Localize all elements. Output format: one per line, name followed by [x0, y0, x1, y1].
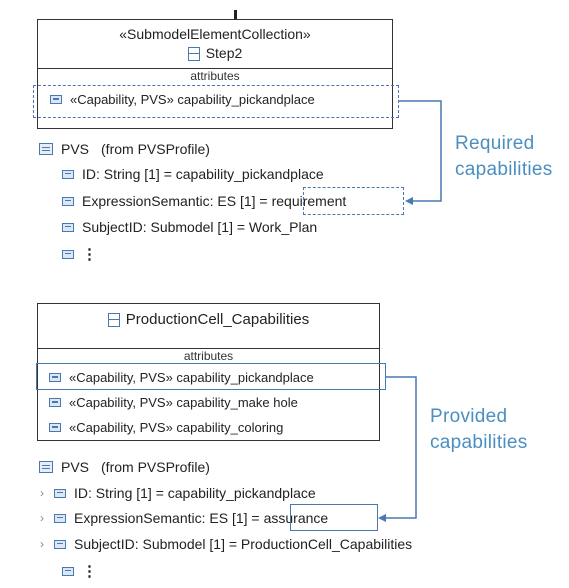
- required-capabilities-callout: Required capabilities: [455, 131, 553, 183]
- step2-class-box[interactable]: «SubmodelElementCollection» Step2 attrib…: [37, 19, 393, 129]
- production-cell-name: ProductionCell_Capabilities: [125, 311, 310, 328]
- attribute-icon: [50, 95, 62, 104]
- top-connector-tick: [234, 10, 237, 19]
- top-profile-row[interactable]: PVS (from PVSProfile): [39, 141, 210, 157]
- attribute-icon: [62, 196, 74, 206]
- bottom-id-label: ID: String [1] = capability_pickandplace: [74, 485, 316, 501]
- attribute-icon: [54, 513, 66, 523]
- provided-attribute-row[interactable]: «Capability, PVS» capability_pickandplac…: [49, 370, 314, 385]
- provided-connector-arrowhead: [378, 514, 386, 522]
- more-icon: ⋮: [82, 563, 97, 580]
- attribute-icon: [62, 249, 74, 259]
- expand-chevron-icon[interactable]: ›: [40, 486, 44, 500]
- step2-title: Step2: [38, 44, 392, 63]
- step2-name: Step2: [205, 45, 243, 61]
- top-semantic-row[interactable]: ExpressionSemantic: ES [1] = requirement: [62, 193, 346, 209]
- provided-attribute-row[interactable]: «Capability, PVS» capability_make hole: [49, 395, 298, 410]
- top-semantic-value: requirement: [271, 193, 347, 209]
- bottom-subject-row[interactable]: › SubjectID: Submodel [1] = ProductionCe…: [40, 536, 412, 552]
- provided-attribute-highlight: [36, 363, 386, 390]
- top-subject-label: SubjectID: Submodel [1] = Work_Plan: [82, 219, 318, 235]
- top-semantic-label: ExpressionSemantic: ES [1] =: [82, 193, 268, 209]
- requirement-value-highlight: [303, 187, 404, 215]
- top-more-row[interactable]: ⋮: [62, 245, 97, 263]
- bottom-id-row[interactable]: › ID: String [1] = capability_pickandpla…: [40, 485, 316, 501]
- provided-attribute-label: «Capability, PVS» capability_coloring: [69, 420, 284, 435]
- profile-icon: [39, 461, 53, 473]
- attributes-compartment-title: attributes: [38, 348, 379, 363]
- attributes-compartment-title: attributes: [38, 68, 392, 83]
- attribute-icon: [62, 566, 74, 576]
- attribute-icon: [54, 539, 66, 549]
- step2-attribute-label: «Capability, PVS» capability_pickandplac…: [70, 92, 315, 107]
- class-icon: [187, 46, 200, 61]
- expand-chevron-icon[interactable]: ›: [40, 537, 44, 551]
- provided-attribute-label: «Capability, PVS» capability_pickandplac…: [69, 370, 314, 385]
- provided-attribute-row[interactable]: «Capability, PVS» capability_coloring: [49, 420, 283, 435]
- required-connector-arrowhead: [405, 197, 413, 205]
- production-cell-title: ProductionCell_Capabilities: [38, 304, 379, 335]
- attribute-icon: [62, 169, 74, 179]
- attribute-icon: [49, 423, 61, 432]
- provided-attribute-label: «Capability, PVS» capability_make hole: [69, 395, 298, 410]
- top-profile-name: PVS: [61, 141, 90, 157]
- attribute-icon: [62, 222, 74, 232]
- profile-icon: [39, 143, 53, 155]
- assurance-value-highlight: [290, 504, 378, 531]
- callout-line-2: capabilities: [455, 159, 553, 180]
- expand-chevron-icon[interactable]: ›: [40, 511, 44, 525]
- required-connector-line: [399, 100, 442, 202]
- bottom-profile-from: (from PVSProfile): [101, 459, 210, 475]
- attribute-icon: [49, 398, 61, 407]
- bottom-semantic-value: assurance: [263, 510, 329, 526]
- bottom-semantic-label: ExpressionSemantic: ES [1] =: [74, 510, 260, 526]
- callout-line-1: Provided: [430, 406, 508, 427]
- class-icon: [107, 312, 120, 327]
- attribute-icon: [49, 373, 61, 382]
- bottom-more-row[interactable]: ⋮: [62, 562, 97, 580]
- callout-line-1: Required: [455, 133, 535, 154]
- step2-stereotype: «SubmodelElementCollection»: [119, 26, 311, 42]
- attribute-icon: [54, 488, 66, 498]
- top-profile-from: (from PVSProfile): [101, 141, 210, 157]
- required-attribute-highlight: [33, 85, 399, 118]
- callout-line-2: capabilities: [430, 432, 528, 453]
- bottom-subject-label: SubjectID: Submodel [1] = ProductionCell…: [74, 536, 413, 552]
- provided-capabilities-callout: Provided capabilities: [430, 404, 528, 456]
- provided-connector-line: [385, 376, 417, 519]
- more-icon: ⋮: [82, 246, 97, 263]
- top-subject-row[interactable]: SubjectID: Submodel [1] = Work_Plan: [62, 219, 317, 235]
- top-id-label: ID: String [1] = capability_pickandplace: [82, 166, 324, 182]
- step2-attribute-row[interactable]: «Capability, PVS» capability_pickandplac…: [50, 92, 315, 107]
- production-cell-class-box[interactable]: ProductionCell_Capabilities attributes «…: [37, 303, 380, 441]
- bottom-profile-row[interactable]: PVS (from PVSProfile): [39, 459, 210, 475]
- top-id-row[interactable]: ID: String [1] = capability_pickandplace: [62, 166, 324, 182]
- bottom-semantic-row[interactable]: › ExpressionSemantic: ES [1] = assurance: [40, 510, 328, 526]
- bottom-profile-name: PVS: [61, 459, 90, 475]
